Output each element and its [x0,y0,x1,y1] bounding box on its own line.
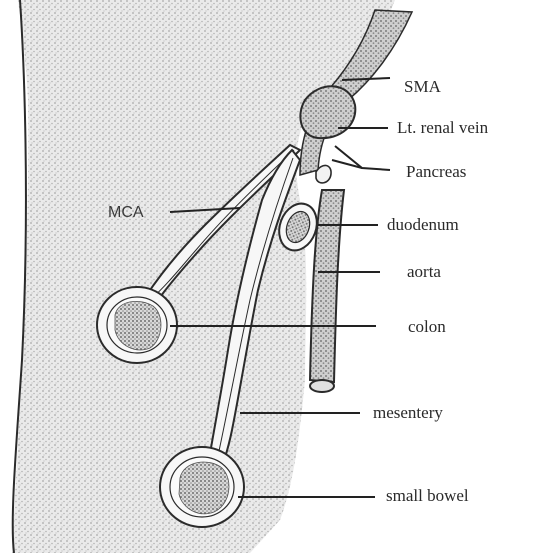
label-duodenum: duodenum [387,215,459,234]
colon [97,287,177,363]
label-pancreas: Pancreas [406,162,466,181]
label-lt-renal-vein: Lt. renal vein [397,118,489,137]
small-bowel [160,447,244,527]
label-sma: SMA [404,77,442,96]
label-mesentery: mesentery [373,403,443,422]
label-colon: colon [408,317,446,336]
label-aorta: aorta [407,262,441,281]
label-mca: MCA [108,204,144,221]
label-small-bowel: small bowel [386,486,469,505]
leader-pancreas [335,146,390,170]
pancreas [316,165,331,183]
